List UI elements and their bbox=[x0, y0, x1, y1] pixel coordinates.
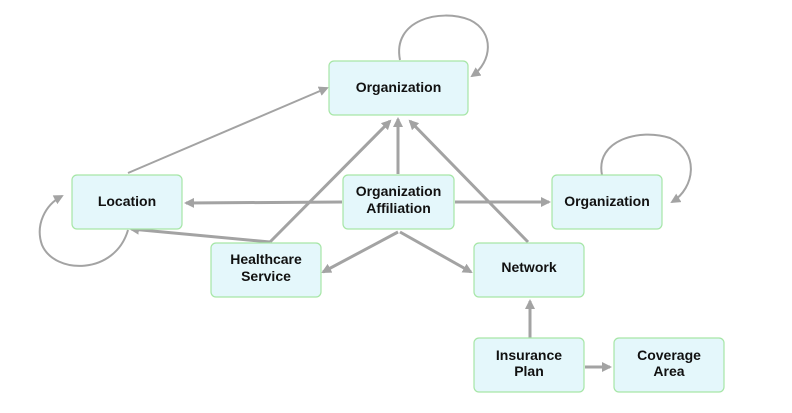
node-label-line2: Service bbox=[241, 268, 291, 284]
edge-affiliation-to-network bbox=[399, 230, 473, 274]
edges bbox=[38, 14, 692, 372]
node-box bbox=[613, 337, 725, 393]
node-box bbox=[473, 337, 585, 393]
node-label: Organization bbox=[356, 79, 442, 95]
edge-org-right-self-loop bbox=[600, 133, 692, 204]
node-label-line1: Coverage bbox=[637, 347, 701, 363]
node-label-line2: Area bbox=[653, 363, 684, 379]
node-location[interactable]: Location bbox=[71, 174, 183, 230]
edge-healthcare-to-location bbox=[129, 224, 271, 244]
edge-affiliation-to-location bbox=[184, 197, 343, 208]
node-organization-right[interactable]: Organization bbox=[551, 174, 663, 230]
node-label-line1: Healthcare bbox=[230, 251, 302, 267]
edge-healthcare-to-org-top bbox=[268, 119, 392, 244]
edge-location-to-org-top bbox=[127, 86, 329, 174]
edge-location-self-loop bbox=[38, 195, 129, 267]
node-label-line1: Organization bbox=[356, 183, 442, 199]
node-box bbox=[71, 174, 183, 230]
node-label-line2: Plan bbox=[514, 363, 544, 379]
node-network[interactable]: Network bbox=[473, 242, 585, 298]
edge-org-top-self-loop bbox=[398, 14, 489, 78]
node-box bbox=[210, 242, 322, 298]
node-box bbox=[342, 174, 455, 230]
node-coverage-area[interactable]: Coverage Area bbox=[613, 337, 725, 393]
node-label-line1: Insurance bbox=[496, 347, 562, 363]
node-label: Organization bbox=[564, 193, 650, 209]
edge-affiliation-to-healthcare bbox=[321, 230, 399, 274]
node-insurance-plan[interactable]: Insurance Plan bbox=[473, 337, 585, 393]
node-label: Location bbox=[98, 193, 156, 209]
node-box bbox=[551, 174, 663, 230]
node-box bbox=[473, 242, 585, 298]
node-box bbox=[328, 60, 469, 116]
edge-network-to-org-top bbox=[408, 119, 530, 244]
node-label: Network bbox=[501, 259, 556, 275]
node-healthcare-service[interactable]: Healthcare Service bbox=[210, 242, 322, 298]
node-organization-top[interactable]: Organization bbox=[328, 60, 469, 116]
node-organization-affiliation[interactable]: Organization Affiliation bbox=[342, 174, 455, 230]
node-label-line2: Affiliation bbox=[366, 200, 431, 216]
